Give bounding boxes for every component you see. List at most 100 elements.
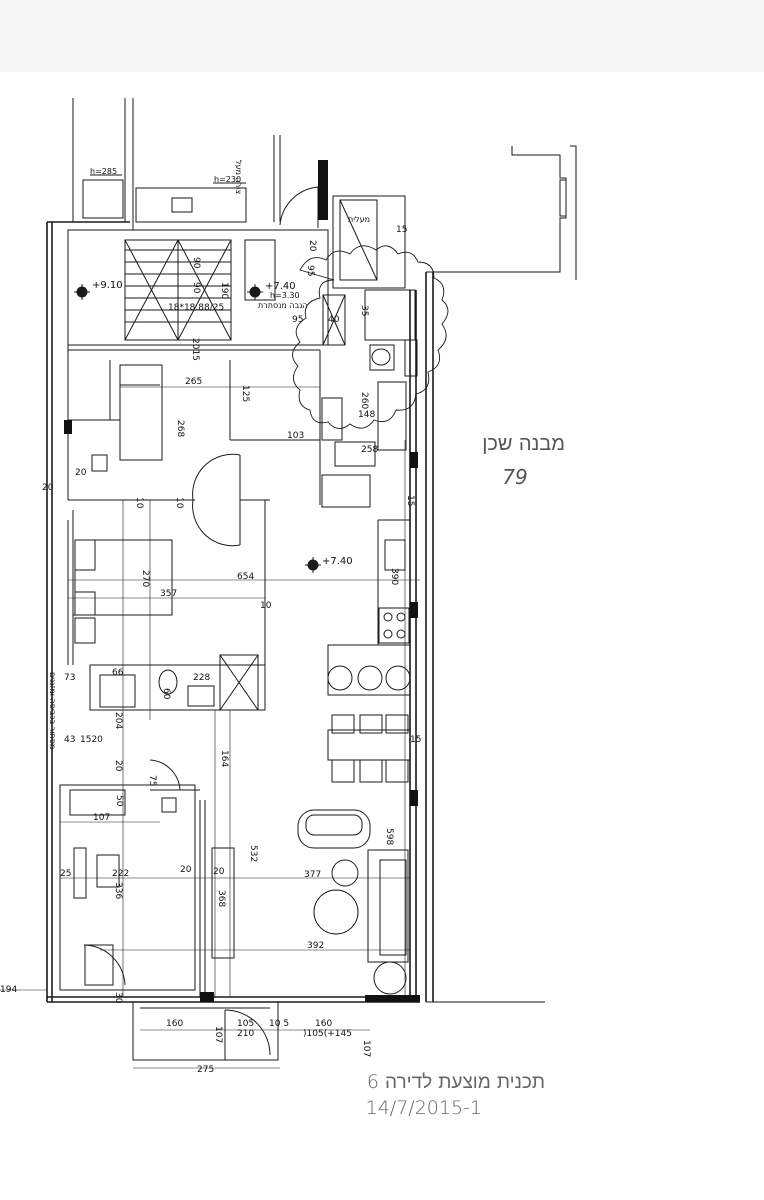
stair-core	[67, 229, 329, 346]
dim-260: 260	[359, 392, 369, 409]
dim-148: 148	[358, 410, 375, 420]
dim-73: 73	[64, 673, 75, 683]
dim-275: 275	[197, 1065, 214, 1075]
note-h285: h=285	[90, 167, 117, 176]
texts: מבנה שכן 79 תכנית מוצעת לדירה 6 14/7/201…	[0, 160, 565, 1119]
dim-35: 35	[359, 305, 369, 316]
living-furniture	[297, 809, 409, 995]
dim-336: 336	[113, 882, 123, 899]
dim-10b: 10	[174, 497, 184, 509]
note-h330: h=3.30	[270, 291, 300, 300]
dining-table	[327, 714, 411, 783]
note-shaft: מעלית	[348, 215, 370, 224]
dim-105-145: )105(+145	[303, 1029, 352, 1039]
dim-390: 390	[389, 568, 399, 585]
dim-40: 40	[328, 315, 340, 325]
dim-357: 357	[160, 589, 177, 599]
dim-20b: 20	[213, 867, 225, 877]
dim-66: 66	[112, 668, 124, 678]
bath-upper	[321, 339, 418, 508]
dim-210: 210	[237, 1029, 254, 1039]
dim-20a: 20	[180, 865, 192, 875]
dim-75: 75	[147, 775, 157, 786]
top-lines	[72, 98, 281, 230]
dim-10c: 10	[260, 601, 272, 611]
top-bar	[0, 0, 764, 72]
dim-2015: 2015	[190, 338, 200, 361]
dim-20e: 20	[42, 483, 54, 493]
balcony	[132, 1001, 279, 1061]
level-markers	[74, 284, 321, 573]
level-stair: +9.10	[92, 280, 123, 291]
dim-20d: 20	[75, 468, 87, 478]
dim-15a: 15	[396, 225, 407, 235]
master-bedroom	[59, 759, 235, 997]
dim-1520: 1520	[80, 735, 103, 745]
note-h230: h=230	[214, 175, 241, 184]
dim-532: 532	[248, 845, 258, 862]
dim-598: 598	[384, 828, 394, 845]
dim-103: 103	[287, 431, 304, 441]
dim-228: 228	[193, 673, 210, 683]
dim-90b: 90	[191, 282, 201, 294]
note-top-vertical: צורה מעל	[234, 160, 243, 194]
note-shaft-2: הגבה מנסתרת	[258, 301, 308, 310]
dim-204: 204	[113, 712, 123, 729]
dim-392: 392	[307, 941, 324, 951]
dim-377: 377	[304, 870, 321, 880]
neighbor-outline	[426, 145, 577, 1003]
door-swing-1	[192, 453, 241, 501]
dim-30: 30	[113, 992, 123, 1004]
entry-door-swing	[279, 186, 319, 226]
kitchen-counter	[327, 519, 411, 696]
dim-95b: 95	[292, 315, 303, 325]
dim-654: 654	[237, 572, 254, 582]
dim-105: 105	[237, 1019, 254, 1029]
level-lobby: +7.40	[265, 281, 296, 292]
dim-160b: 160	[315, 1019, 332, 1029]
neighbor-number: 79	[502, 465, 527, 489]
dim-10a: 10	[134, 497, 144, 509]
dim-190: 190	[219, 282, 229, 299]
dim-107b: 107	[213, 1026, 223, 1043]
outer-walls	[46, 221, 434, 1003]
dim-125: 125	[240, 385, 250, 402]
dimension-lines	[0, 386, 420, 1069]
dim-107c: 107	[361, 1040, 371, 1057]
dim-15b: 15	[405, 495, 415, 506]
dim-107: 107	[93, 813, 110, 823]
note-left-vertical: מסתור בכביסה ומזגנים	[48, 672, 57, 749]
bath-middle	[89, 654, 266, 711]
tree-canopy	[292, 245, 449, 429]
dim-25: 25	[60, 869, 71, 879]
dim-194: 194	[0, 985, 17, 995]
dim-90a: 90	[191, 257, 201, 269]
dim-20c: 20	[307, 240, 317, 252]
door-swing-2	[192, 499, 241, 547]
elevator-shaft	[322, 195, 416, 346]
dim-222: 222	[112, 869, 129, 879]
dim-258: 258	[361, 445, 378, 455]
dim-20f: 20	[113, 760, 123, 772]
dim-60: 60	[161, 688, 171, 700]
plan-date: 14/7/2015-1	[366, 1097, 482, 1119]
plan-title: תכנית מוצעת לדירה 6	[367, 1071, 545, 1093]
wall-fills	[64, 160, 420, 1002]
bedroom-beds	[73, 454, 173, 644]
dim-10-5: 10 5	[269, 1019, 289, 1029]
dim-268: 268	[175, 420, 185, 437]
stair-count: 18*18.88/25	[168, 303, 224, 313]
dim-270: 270	[140, 570, 150, 587]
dim-15c: 15	[410, 735, 421, 745]
dim-265: 265	[185, 377, 202, 387]
dim-95a: 95	[305, 265, 315, 276]
dim-368: 368	[216, 890, 226, 907]
neighbor-label: מבנה שכן	[482, 431, 565, 455]
interior-walls-upper	[67, 345, 321, 710]
dim-43: 43	[64, 735, 75, 745]
dim-160a: 160	[166, 1019, 183, 1029]
dim-50: 50	[114, 795, 124, 807]
level-apartment: +7.40	[322, 556, 353, 567]
dim-164: 164	[219, 750, 229, 767]
